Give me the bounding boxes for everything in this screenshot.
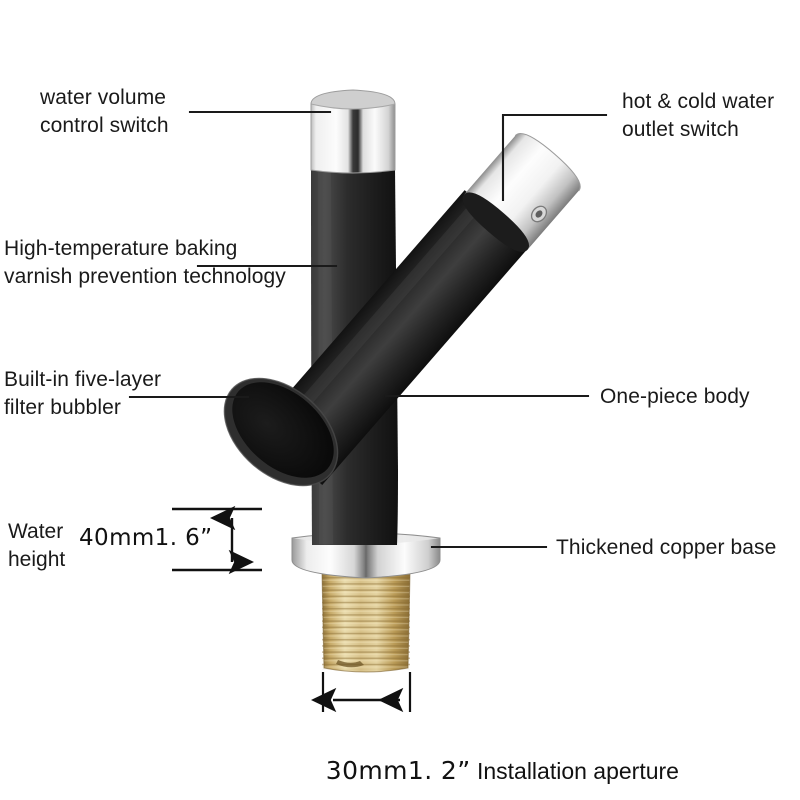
callout-built-in-five-layer-filter-bubbler: Built-in five-layer filter bubbler [4,368,162,419]
callout-hot-cold-water-outlet-switch: hot & cold water outlet switch [622,90,775,141]
callout-one-piece-body: One-piece body [600,385,750,408]
brass-threaded-shank [321,569,411,673]
spout-outlet-opening [223,377,339,487]
water-height-dimension [172,505,262,575]
leader-lines-group [128,110,608,549]
water-height-value: 40mm1. 6” [79,525,213,551]
diagonal-spout-arm [257,190,530,486]
callout-thickened-copper-base: Thickened copper base [556,536,777,559]
chrome-top-cap [310,89,396,174]
aperture-value: 30mm1. 2” [325,756,471,785]
leader-hot-cold-outlet-switch [501,113,608,202]
faucet-product-group [223,89,581,673]
callout-high-temperature-baking-varnish: High-temperature baking varnish preventi… [4,237,286,288]
water-height-label: Water height [8,520,66,571]
chrome-handle-cap [462,132,581,252]
installation-aperture-dimension-text: 30mm1. 2” Installation aperture [308,738,679,800]
callout-water-volume-control-switch: water volume control switch [40,86,169,137]
aperture-label-text: Installation aperture [470,758,679,784]
installation-aperture-dimension [311,672,412,713]
